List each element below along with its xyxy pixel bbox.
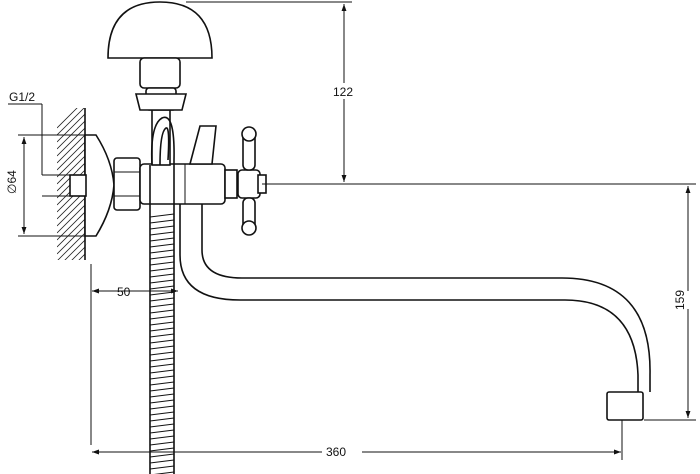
hex-nut bbox=[113, 157, 141, 211]
diameter-label: ∅64 bbox=[5, 170, 19, 194]
faucet-body bbox=[139, 163, 226, 205]
holder-height-label: 122 bbox=[333, 85, 353, 99]
wall-hatch bbox=[57, 108, 85, 260]
spout-outer bbox=[179, 204, 639, 392]
cross-handle bbox=[237, 126, 267, 236]
spout-drop-dimension: 159 bbox=[262, 183, 700, 421]
wall-offset-label: 50 bbox=[117, 285, 131, 299]
spout-length-dimension: 360 bbox=[92, 420, 623, 460]
spout-inner bbox=[201, 204, 651, 392]
diverter-lever bbox=[188, 125, 217, 165]
wall-flange bbox=[84, 134, 115, 237]
shower-hose bbox=[149, 116, 175, 474]
wall-offset-dimension: 50 bbox=[90, 264, 178, 445]
aerator bbox=[606, 391, 644, 421]
thread-dimension: G1/2 bbox=[8, 90, 70, 197]
thread-label: G1/2 bbox=[9, 90, 35, 104]
spout-length-label: 360 bbox=[326, 445, 346, 459]
holder-bracket bbox=[134, 93, 188, 111]
holder-height-dimension: 122 bbox=[186, 1, 358, 182]
inlet-nut bbox=[69, 174, 87, 197]
spout-drop-label: 159 bbox=[673, 290, 687, 310]
diameter-dimension: ∅64 bbox=[5, 134, 96, 237]
